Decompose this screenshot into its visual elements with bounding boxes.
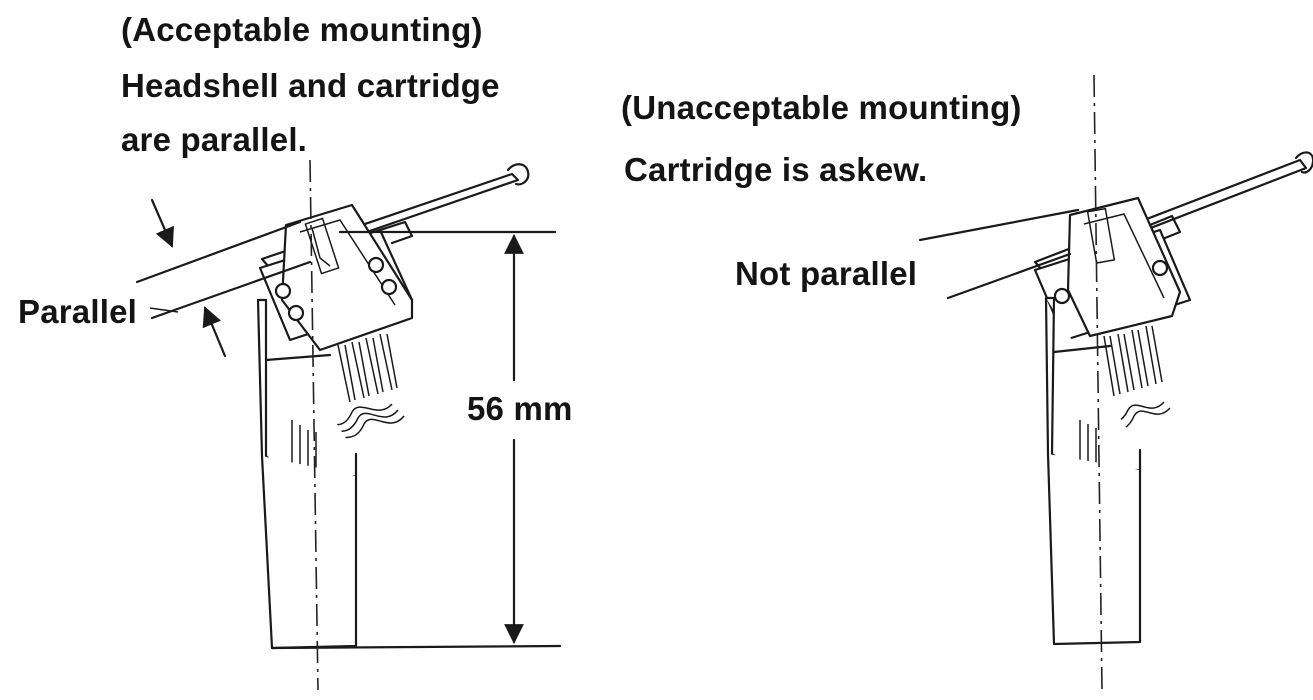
acceptable-line2: are parallel.: [121, 121, 308, 158]
parallel-arrow-upper: [150, 198, 174, 248]
dimension-label: 56 mm: [467, 390, 573, 427]
not-parallel-line-upper: [918, 208, 1080, 242]
parallel-label: Parallel: [18, 293, 138, 330]
parallel-line-lower: [150, 260, 312, 320]
acceptable-centre-line: [309, 159, 319, 691]
unacceptable-headshell-illustration: [1033, 151, 1313, 646]
parallel-leader: [149, 307, 179, 313]
unacceptable-line1: Cartridge is askew.: [624, 151, 928, 188]
parallel-line-upper: [135, 220, 302, 284]
not-parallel-line-lower: [946, 252, 1072, 300]
acceptable-line1: Headshell and cartridge: [121, 67, 500, 104]
unacceptable-centre-line: [1093, 74, 1103, 691]
parallel-arrow-lower: [202, 306, 227, 358]
acceptable-headshell-illustration: [256, 163, 562, 650]
not-parallel-label: Not parallel: [735, 255, 918, 292]
acceptable-heading: (Acceptable mounting): [121, 11, 483, 48]
unacceptable-heading: (Unacceptable mounting): [621, 89, 1022, 126]
